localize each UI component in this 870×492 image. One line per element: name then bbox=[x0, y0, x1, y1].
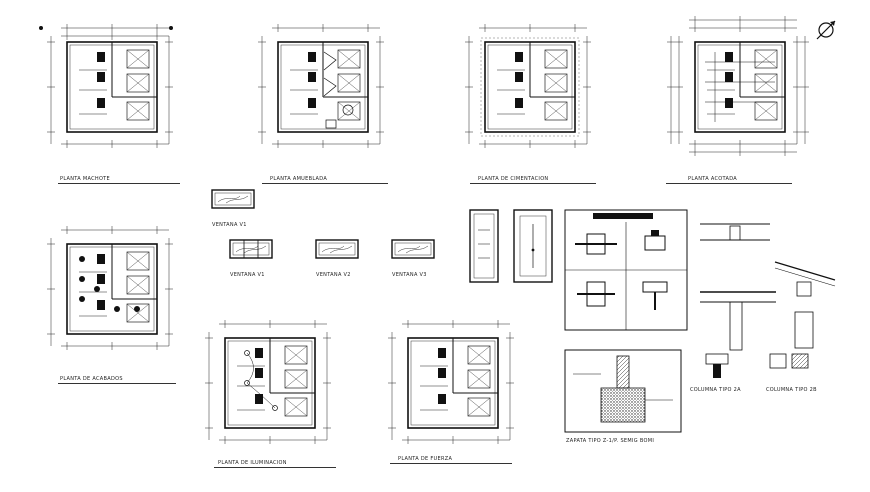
label-ventana-v2: VENTANA V2 bbox=[316, 272, 351, 278]
footing-detail bbox=[564, 349, 682, 433]
label-underline bbox=[214, 467, 336, 468]
door-detail-right bbox=[513, 209, 553, 283]
label-planta-machote: PLANTA MACHOTE bbox=[60, 176, 110, 182]
label-ventana-v1: VENTANA V1 bbox=[230, 272, 265, 278]
plan-fuerza bbox=[387, 319, 515, 445]
label-underline bbox=[58, 183, 180, 184]
plan-acabados bbox=[46, 225, 174, 351]
beam-elevation-detail bbox=[700, 223, 776, 351]
window-v1-detail bbox=[229, 239, 273, 259]
label-underline bbox=[390, 463, 512, 464]
north-arrow-icon bbox=[816, 20, 836, 40]
plan-cimentacion bbox=[464, 23, 592, 149]
window-v3-detail bbox=[391, 239, 435, 259]
label-planta-amueblada: PLANTA AMUEBLADA bbox=[270, 176, 328, 182]
window-v1-top-detail bbox=[211, 189, 255, 209]
label-underline bbox=[262, 183, 388, 184]
label-planta-fuerza: PLANTA DE FUERZA bbox=[398, 456, 453, 462]
label-columna-2b: COLUMNA TIPO 2B bbox=[766, 387, 817, 393]
label-ventana-v3: VENTANA V3 bbox=[392, 272, 427, 278]
label-zapata: ZAPATA TIPO Z-1/P. SEMIG BOMI bbox=[566, 438, 655, 444]
window-v2-detail bbox=[315, 239, 359, 259]
door-detail-left bbox=[469, 209, 499, 283]
label-underline bbox=[58, 383, 176, 384]
label-planta-acotada: PLANTA ACOTADA bbox=[688, 176, 737, 182]
label-underline bbox=[470, 183, 596, 184]
truss-connection-detail bbox=[774, 261, 836, 349]
label-planta-iluminacion: PLANTA DE ILUMINACION bbox=[218, 460, 287, 466]
plan-acotada bbox=[666, 15, 810, 157]
label-ventana-v1-top: VENTANA V1 bbox=[212, 222, 247, 228]
label-underline bbox=[666, 183, 792, 184]
column-type-2a-detail bbox=[705, 353, 729, 378]
column-type-2b-detail bbox=[769, 353, 809, 369]
plan-amueblada bbox=[257, 23, 385, 149]
label-planta-cimentacion: PLANTA DE CIMENTACION bbox=[478, 176, 549, 182]
plan-machote bbox=[39, 23, 174, 149]
label-planta-acabados: PLANTA DE ACABADOS bbox=[60, 376, 123, 382]
plan-iluminacion bbox=[204, 319, 332, 445]
structural-connection-details bbox=[564, 209, 688, 331]
label-columna-2a: COLUMNA TIPO 2A bbox=[690, 387, 741, 393]
